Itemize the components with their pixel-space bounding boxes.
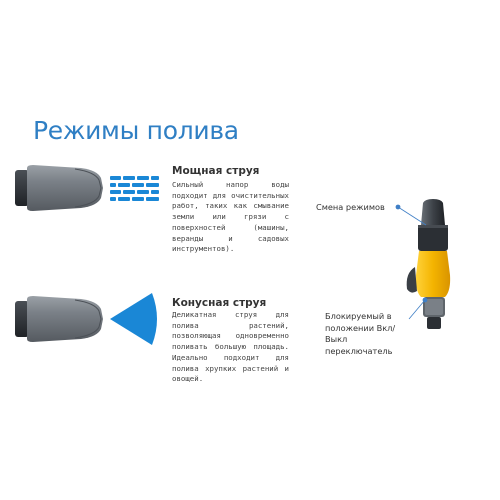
mode-title-cone: Конусная струя — [172, 297, 267, 309]
mode-description-jet: Сильный напор воды подходит для очистите… — [172, 180, 289, 254]
callout-label-lock-switch: Блокируемый в положении Вкл/Выкл переклю… — [325, 311, 396, 356]
cone-spray-icon — [110, 293, 157, 345]
page-title: Режимы полива — [33, 116, 239, 145]
mode-description-cone: Деликатная струя для полива растений, по… — [172, 310, 289, 384]
jet-nozzle-image — [15, 165, 103, 211]
mode-title-jet: Мощная струя — [172, 165, 260, 177]
callout-label-mode-change: Смена режимов — [316, 202, 385, 212]
sprayer-product-image — [406, 199, 451, 329]
jet-stream-icon — [110, 176, 159, 201]
cone-nozzle-image — [15, 296, 103, 342]
